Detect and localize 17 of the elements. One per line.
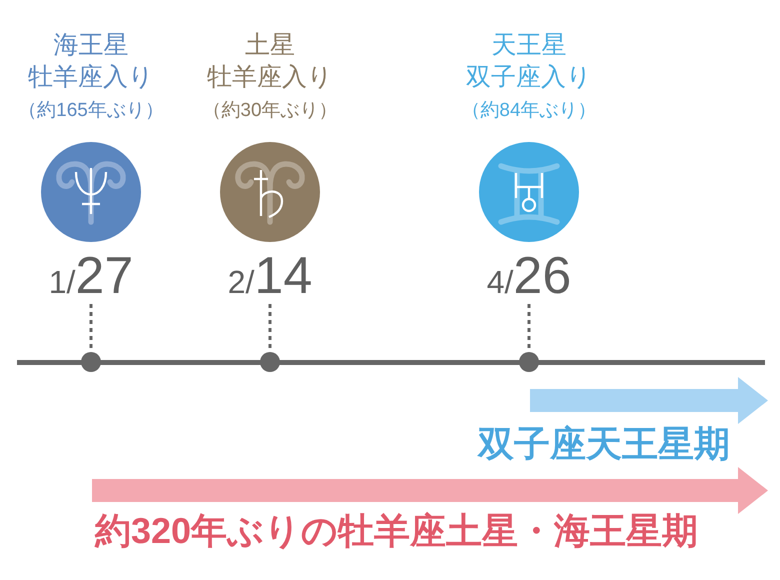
sign-entry-text: 双子座入り — [465, 62, 593, 93]
timeline-dot — [519, 352, 539, 372]
sign-entry-text: 牡羊座入り — [206, 62, 334, 93]
date-label: 2/14 — [226, 248, 314, 304]
interval-note: （約84年ぶり） — [460, 99, 598, 123]
date-label: 1/27 — [48, 248, 134, 304]
interval-note: （約30年ぶり） — [201, 99, 339, 123]
date-label: 4/26 — [486, 248, 572, 304]
timeline-dot — [81, 352, 101, 372]
planet-name: 土星 — [244, 30, 296, 61]
planet-name: 海王星 — [52, 30, 130, 61]
period-label: 約320年ぶりの牡羊座土星・海王星期 — [95, 511, 698, 551]
interval-note: （約165年ぶり） — [17, 99, 165, 123]
period-label: 双子座天王星期 — [478, 424, 730, 464]
timeline-dot — [260, 352, 280, 372]
sign-entry-text: 牡羊座入り — [27, 62, 155, 93]
planet-name: 天王星 — [490, 30, 568, 61]
